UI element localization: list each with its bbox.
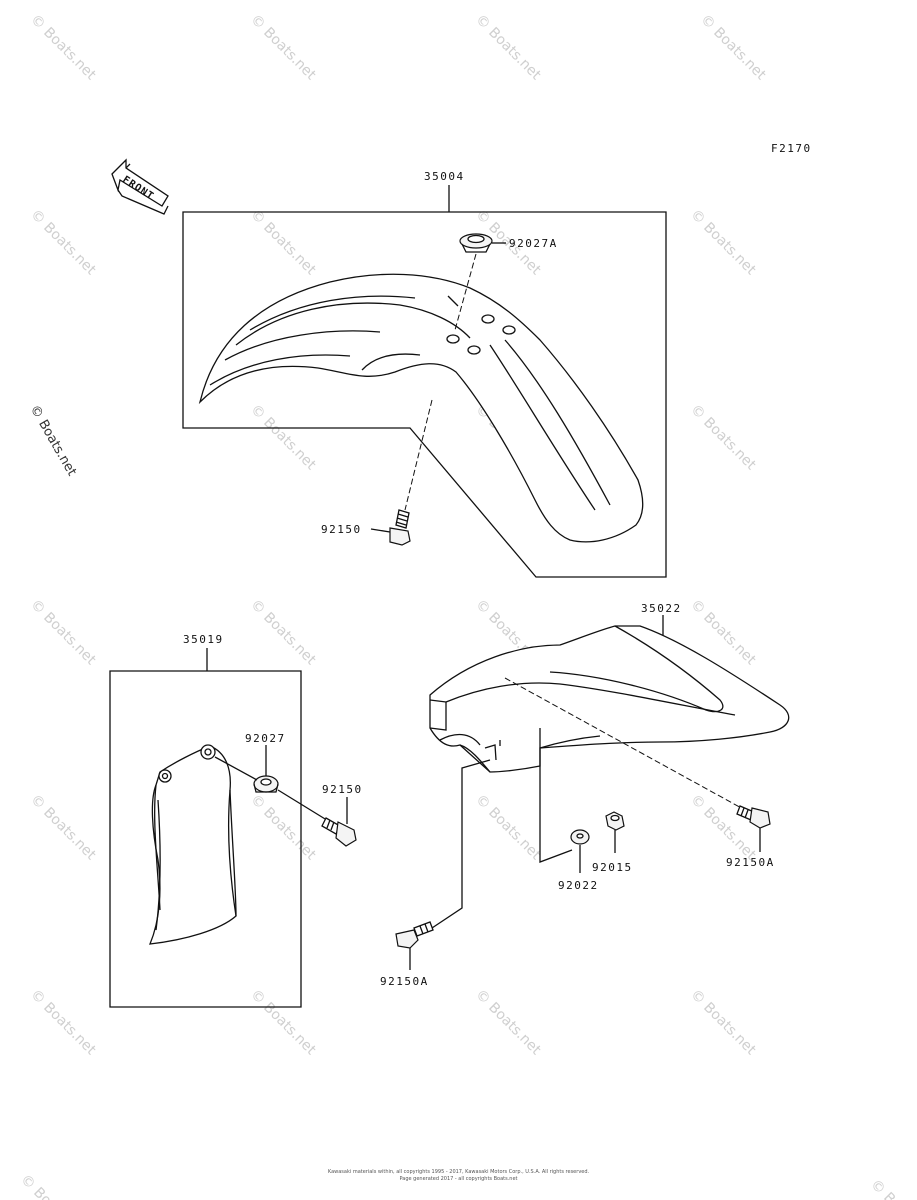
label-35004: 35004 [424,170,465,183]
mount-hole [446,334,460,344]
label-92027A: 92027A [509,237,558,250]
rear-fender [429,625,790,773]
watermark: © Boats.net [472,792,544,864]
bolt-icon [389,509,411,546]
watermark: © Boats.net [687,987,759,1059]
watermark: © Boats.net [697,12,769,84]
watermark: © Boats.net [472,12,544,84]
watermark: © Boats.net [687,402,759,474]
watermark: © Boats.net [247,207,319,279]
watermark: © Boats.net [687,792,759,864]
label-92150A-right: 92150A [726,856,775,869]
label-92015: 92015 [592,861,633,874]
mount-hole [502,325,516,335]
label-92022: 92022 [558,879,599,892]
footer-line-1: Kawasaki materials within, all copyright… [327,1169,590,1175]
front-fender [198,273,644,543]
label-35022: 35022 [641,602,682,615]
side-watermark: © Boats.net [27,403,80,479]
front-fender-group: 35004 92027A 92150 [182,170,667,578]
watermark: © Boats.net [27,987,99,1059]
watermark: © Boats.net [27,792,99,864]
label-92027: 92027 [245,732,286,745]
watermark: © Boats.net [472,987,544,1059]
collar-icon [253,775,279,793]
watermark: © Boats.net [27,597,99,669]
watermark: © Boats.net [687,207,759,279]
label-35019: 35019 [183,633,224,646]
nut-icon [605,811,625,831]
label-92150-front: 92150 [321,523,362,536]
washer-icon [570,829,590,845]
watermark: © Boats.net [27,12,99,84]
bolt-icon [395,921,434,949]
diagram-code: F2170 [771,142,812,155]
bolt-icon [736,805,771,829]
fork-guard-group: 35019 92027 92150 [109,633,363,1008]
mount-hole [467,345,481,355]
copyright-footer: Kawasaki materials within, all copyright… [0,1169,917,1183]
watermark: © Boats.net [247,597,319,669]
label-92150A-left: 92150A [380,975,429,988]
grommet-icon [459,233,493,253]
front-arrow-icon: FRONT [111,158,169,215]
rear-fender-group: 35022 92150A 92015 92022 [380,602,790,988]
bolt-icon [321,817,357,847]
watermark: © Boats.net [27,207,99,279]
watermark: © Boats.net [247,792,319,864]
watermark: © Boats.net [247,987,319,1059]
watermark: © Boats.net [247,12,319,84]
mount-hole [481,314,495,324]
footer-line-2: Page generated 2017 - all copyrights Boa… [399,1176,518,1182]
watermark: © Boats.net [247,402,319,474]
label-92150-guard: 92150 [322,783,363,796]
